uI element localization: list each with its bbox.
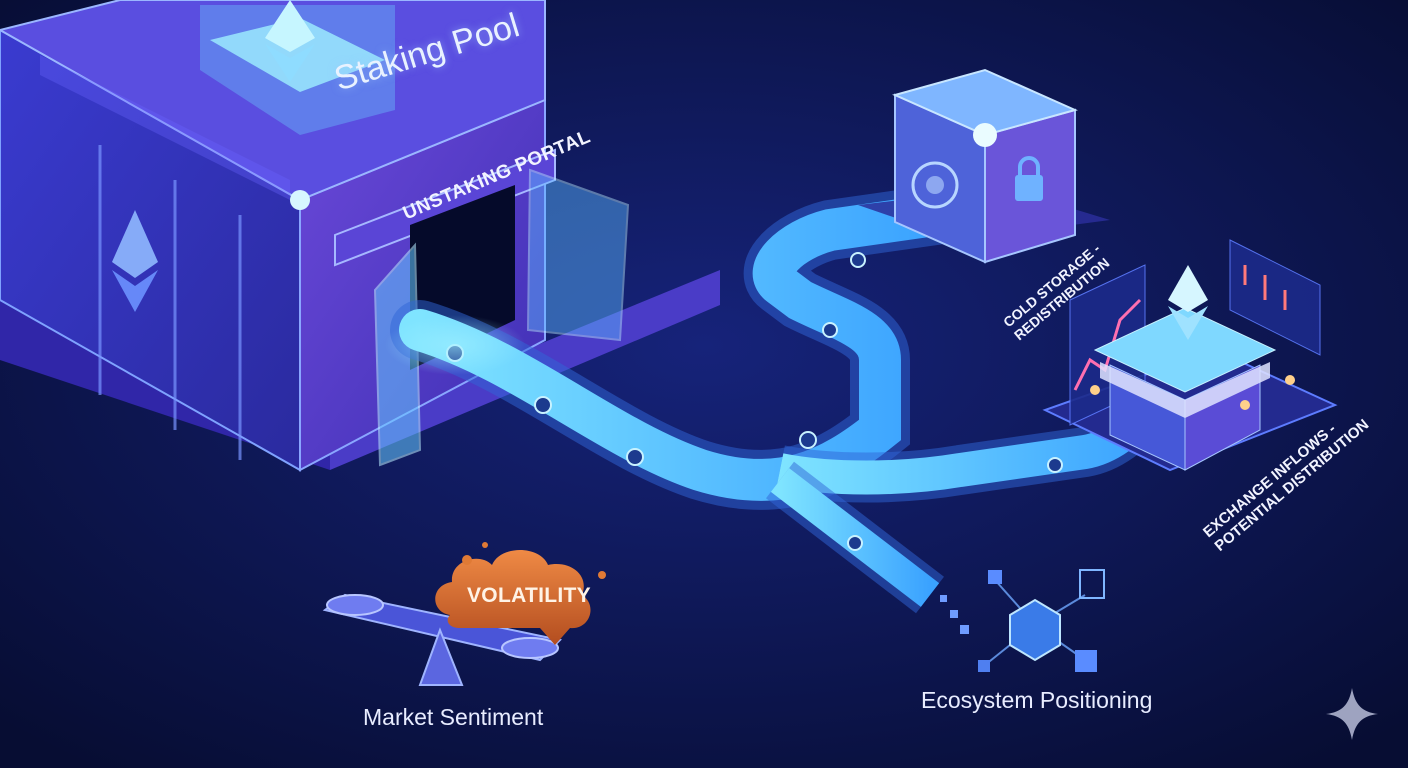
asset-flow-stream — [385, 185, 1168, 614]
cold-storage-safe — [858, 68, 1110, 264]
sparkle-icon — [1326, 688, 1378, 740]
padlock-icon — [1015, 156, 1043, 201]
ecosystem-positioning-label: Ecosystem Positioning — [921, 687, 1153, 713]
market-sentiment-label: Market Sentiment — [363, 704, 544, 730]
volatility-cloud — [435, 542, 606, 645]
exchange-storefront — [1042, 239, 1338, 472]
seesaw-icon — [322, 593, 563, 686]
safe-icon — [911, 161, 959, 209]
ethereum-icon — [112, 210, 158, 312]
ethereum-icon — [1168, 265, 1208, 340]
staking-pool-building — [0, 0, 720, 472]
volatility-label: VOLATILITY — [467, 584, 591, 607]
ethereum-icon — [265, 0, 315, 82]
cube-network-icon — [940, 569, 1105, 672]
storefront-icon — [1093, 307, 1277, 471]
